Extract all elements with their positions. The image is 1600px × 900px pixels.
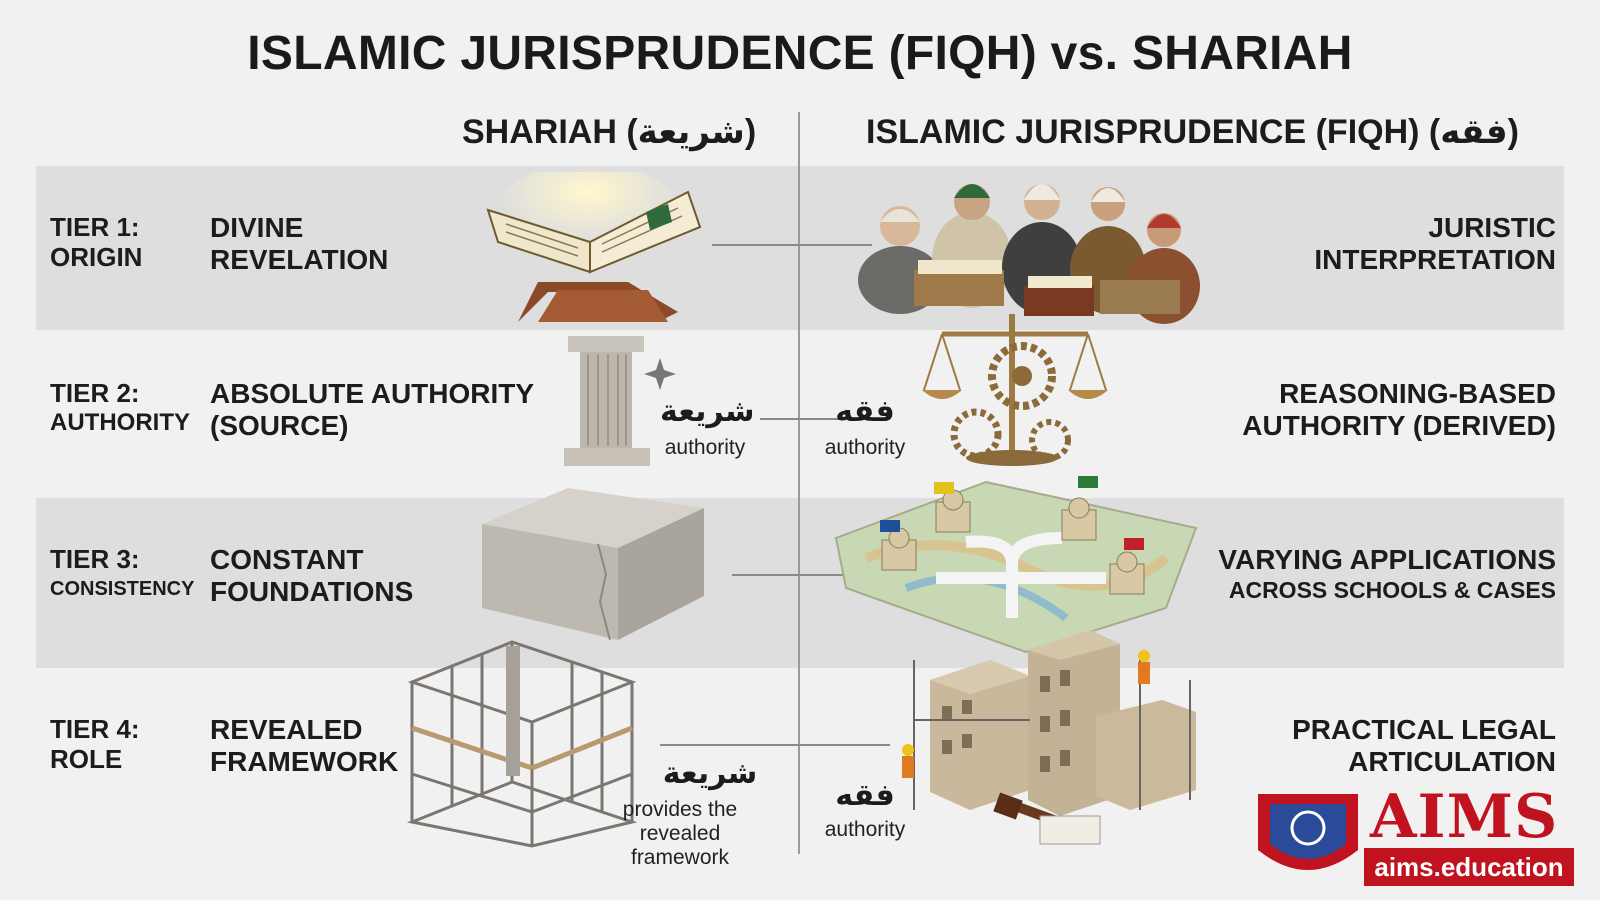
tier-2-fiqh-line-1: REASONING-BASED — [1279, 378, 1556, 409]
tier-4-fiqh-text: PRACTICAL LEGAL ARTICULATION — [1292, 714, 1556, 778]
tier-2-connector — [760, 418, 840, 420]
tier-2-fiqh-line-2: AUTHORITY (DERIVED) — [1242, 410, 1556, 441]
tier-4-shariah-caption: provides the revealed framework — [590, 798, 770, 870]
page-title: ISLAMIC JURISPRUDENCE (FIQH) vs. SHARIAH — [247, 27, 1353, 80]
tier-4-fiqh-line-1: PRACTICAL LEGAL — [1292, 714, 1556, 745]
tier-4-shariah-caption-line-1: provides the — [622, 798, 738, 821]
quran-book-icon — [486, 172, 702, 322]
tier-4-number: TIER 4: — [50, 714, 140, 744]
tier-4-fiqh-line-2: ARTICULATION — [1348, 746, 1556, 777]
tier-4-shariah-line-2: FRAMEWORK — [210, 746, 399, 777]
stone-block-icon — [482, 488, 704, 641]
tier-4-shariah-caption-line-2: revealed framework — [630, 822, 730, 869]
tier-1-name: ORIGIN — [50, 242, 143, 272]
tier-1-shariah-line-2: REVELATION — [210, 244, 389, 275]
tier-4-shariah-text: REVEALED FRAMEWORK — [210, 714, 398, 778]
tier-4-label: TIER 4: ROLE — [50, 714, 140, 774]
tier-1-fiqh-text: JURISTIC INTERPRETATION — [1314, 212, 1556, 276]
pillar-icon — [564, 336, 676, 466]
tier-3-shariah-text: CONSTANT FOUNDATIONS — [210, 544, 413, 608]
tier-4-name: ROLE — [50, 744, 123, 774]
tier-3-label: TIER 3: CONSISTENCY — [50, 544, 194, 604]
tier-3-fiqh-line-2: ACROSS SCHOOLS & CASES — [1228, 577, 1556, 603]
tier-1-connector — [712, 244, 872, 246]
aims-crest-logo — [1258, 794, 1358, 870]
tier-2-number: TIER 2: — [50, 378, 140, 408]
tier-2-shariah-text: ABSOLUTE AUTHORITY (SOURCE) — [210, 378, 534, 442]
tier-3-number: TIER 3: — [50, 544, 140, 574]
tier-3-shariah-line-2: FOUNDATIONS — [210, 576, 414, 607]
tier-2-shariah-line-1: ABSOLUTE AUTHORITY — [210, 378, 535, 409]
tier-2-label: TIER 2: AUTHORITY — [50, 378, 190, 438]
tier-3-fiqh-line-1: VARYING APPLICATIONS — [1218, 544, 1556, 575]
tier-2-fiqh-arabic: فقه — [835, 394, 895, 429]
tier-2-shariah-line-2: (SOURCE) — [210, 410, 349, 441]
tier-2-shariah-arabic: شريعة — [660, 394, 755, 429]
scaffolding-icon — [406, 640, 638, 848]
tier-1-band — [36, 166, 1564, 330]
tier-2-fiqh-text: REASONING-BASED AUTHORITY (DERIVED) — [1242, 378, 1556, 442]
tier-1-label: TIER 1: ORIGIN — [50, 212, 142, 272]
tier-4-connector — [660, 744, 890, 746]
construction-buildings-icon — [902, 630, 1196, 845]
tier-4-fiqh-arabic: فقه — [835, 778, 895, 813]
aims-logo-text: AIMS — [1370, 782, 1559, 852]
schools-map-icon — [834, 476, 1198, 654]
tier-1-fiqh-line-2: INTERPRETATION — [1314, 244, 1556, 275]
shariah-column-heading: SHARIAH (شريعة) — [462, 113, 757, 151]
tier-2-name: AUTHORITY — [50, 409, 190, 436]
tier-3-band — [36, 498, 1564, 668]
tier-1-shariah-line-1: DIVINE — [210, 212, 304, 243]
tier-4-fiqh-caption: authority — [824, 818, 906, 841]
scholars-group-icon — [858, 184, 1200, 324]
tier-4-shariah-line-1: REVEALED — [210, 714, 363, 745]
fiqh-column-heading: ISLAMIC JURISPRUDENCE (FIQH) (فقه) — [866, 113, 1519, 151]
tier-3-fiqh-text: VARYING APPLICATIONS ACROSS SCHOOLS & CA… — [1218, 544, 1556, 604]
tier-1-number: TIER 1: — [50, 212, 140, 242]
scales-and-gears-icon — [922, 314, 1108, 466]
center-divider — [798, 112, 800, 854]
tier-1-fiqh-line-1: JURISTIC — [1428, 212, 1556, 243]
tier-3-name: CONSISTENCY — [50, 578, 195, 600]
aims-logo-url[interactable]: aims.education — [1364, 848, 1574, 886]
tier-2-shariah-caption: authority — [664, 436, 746, 459]
tier-3-connector — [732, 574, 862, 576]
tier-4-shariah-arabic: شريعة — [662, 756, 758, 791]
tier-2-fiqh-caption: authority — [824, 436, 906, 459]
tier-3-shariah-line-1: CONSTANT — [210, 544, 364, 575]
tier-1-shariah-text: DIVINE REVELATION — [210, 212, 388, 276]
